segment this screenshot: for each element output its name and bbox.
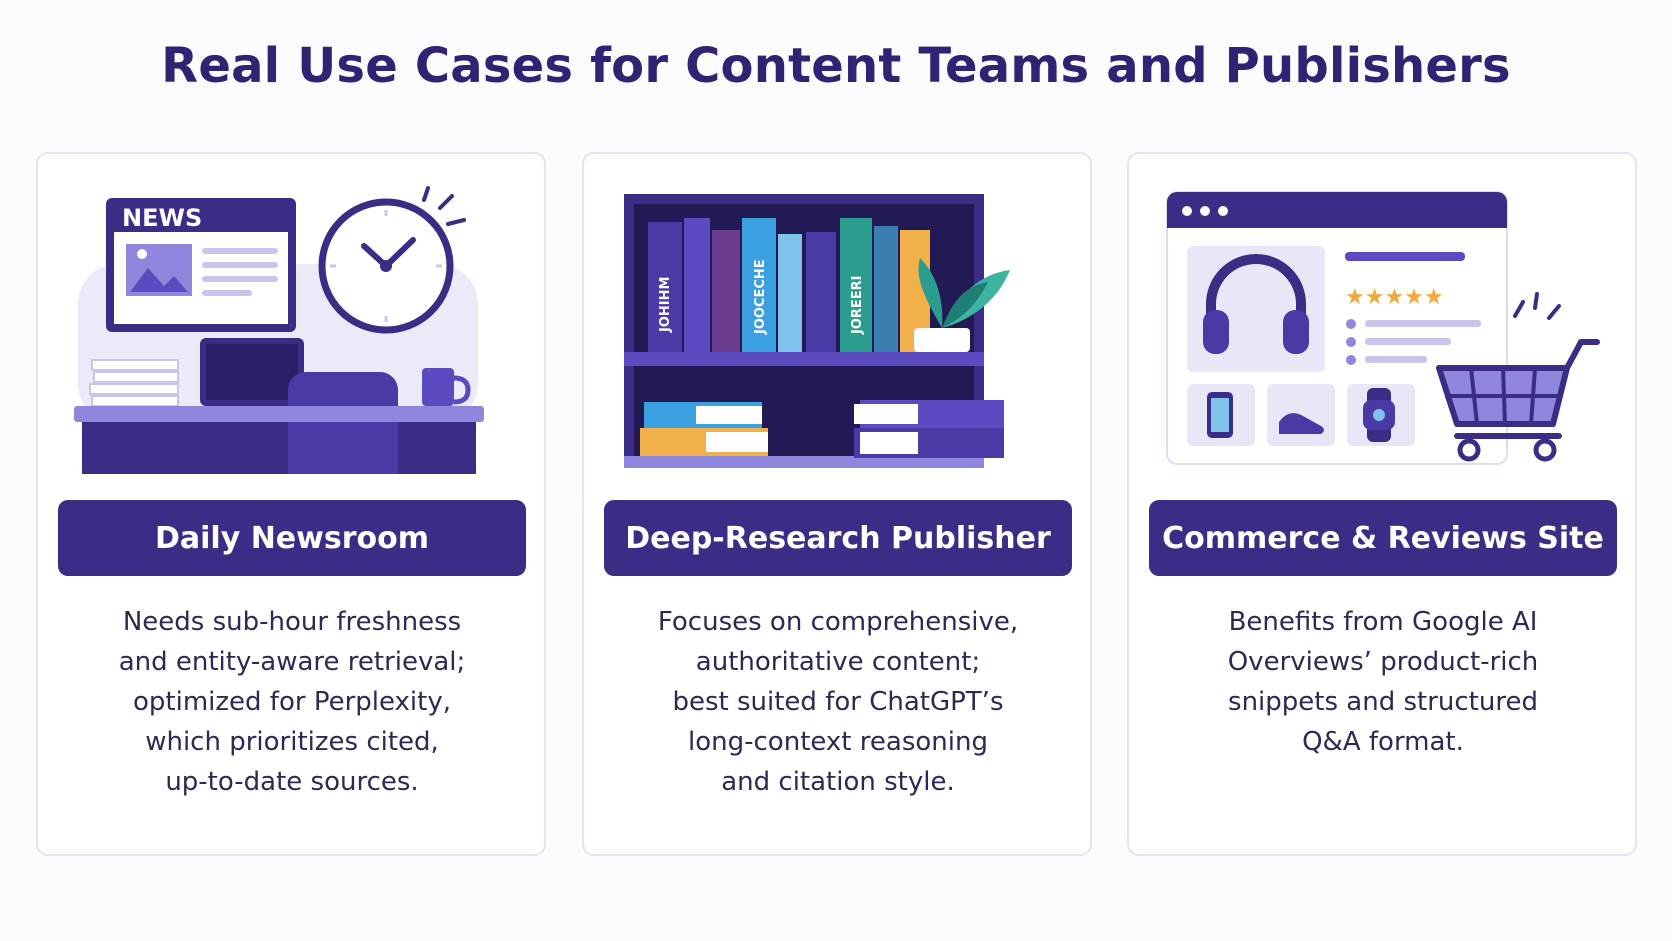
book-spine-2: JOOCECHE xyxy=(753,259,768,335)
card-description: Needs sub-hour freshness and entity-awar… xyxy=(118,607,466,797)
card-title: Daily Newsroom xyxy=(58,500,526,576)
ecommerce-cart-illustration: ★★★★★ xyxy=(1166,191,1600,465)
bookshelf-illustration: JOHIHM JOOCECHE JOREERI xyxy=(614,182,1064,482)
card-commerce-reviews-site: ★★★★★ xyxy=(1127,152,1637,856)
newsroom-illustration: NEWS xyxy=(68,182,518,482)
card-deep-research-publisher: JOHIHM JOOCECHE JOREERI Deep-Research Pu… xyxy=(582,152,1092,856)
book-spine-3: JOREERI xyxy=(850,275,865,335)
card-title: Deep-Research Publisher xyxy=(604,500,1072,576)
book-spine-1: JOHIHM xyxy=(658,277,673,333)
page-title: Real Use Cases for Content Teams and Pub… xyxy=(161,38,1511,94)
news-screen-text: NEWS xyxy=(122,204,202,232)
bookshelf-plant-illustration: JOHIHM JOOCECHE JOREERI xyxy=(624,194,1010,468)
newsroom-desk-clock-illustration: NEWS xyxy=(74,186,484,474)
commerce-illustration: ★★★★★ xyxy=(1159,182,1609,482)
rating-stars: ★★★★★ xyxy=(1345,285,1444,310)
card-title: Commerce & Reviews Site xyxy=(1149,500,1617,576)
card-description: Benefits from Google AI Overviews’ produ… xyxy=(1227,607,1539,757)
card-daily-newsroom: NEWS xyxy=(36,152,546,856)
card-description: Focuses on comprehensive, authoritative … xyxy=(657,607,1019,797)
